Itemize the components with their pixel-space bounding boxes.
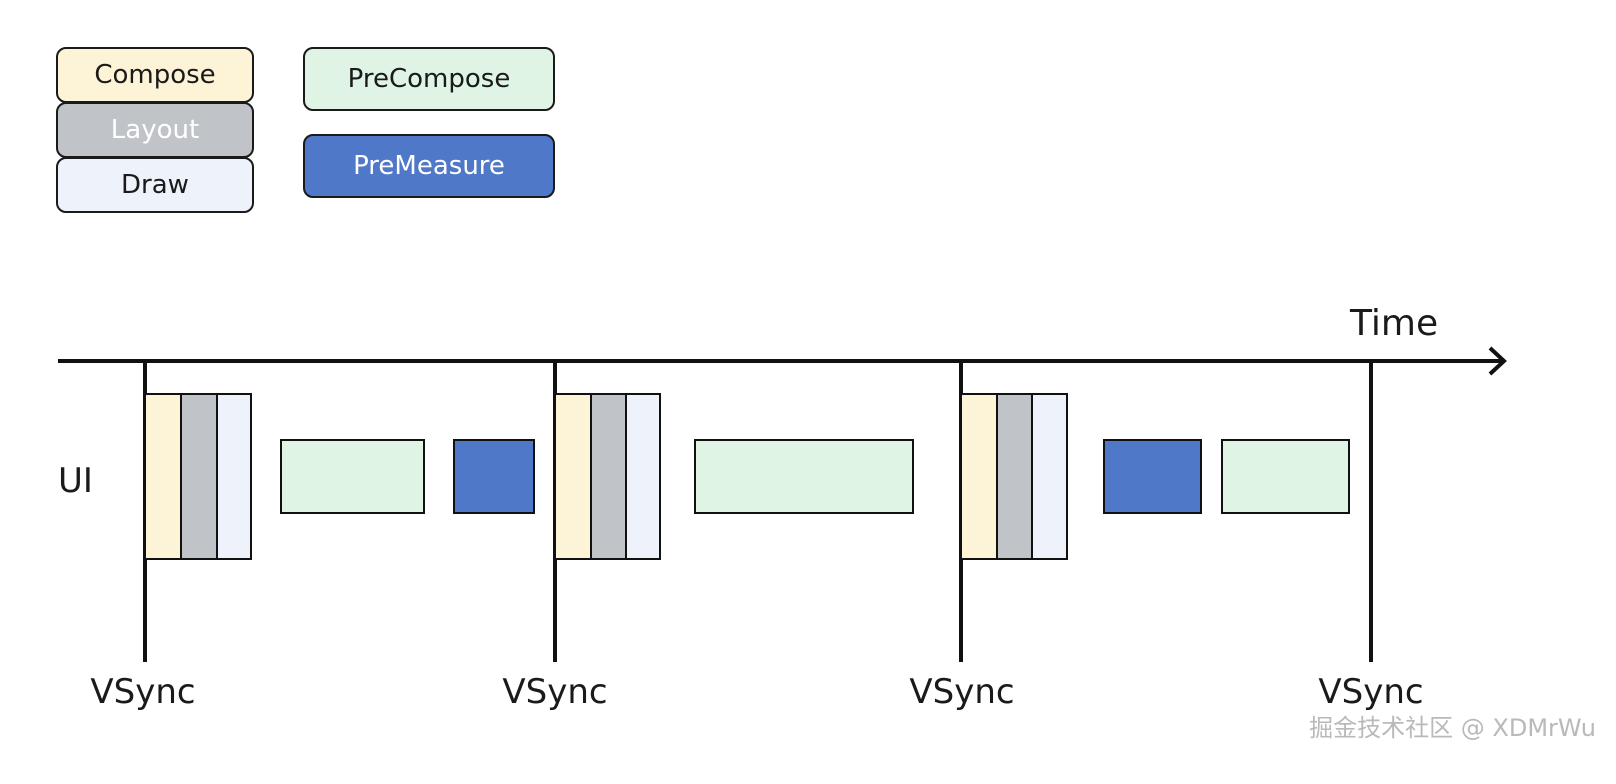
ui-row-label: UI [58,461,93,501]
legend-layout-label: Layout [110,115,200,145]
frame2-precompose-block [694,439,914,514]
vsync-label-1: VSync [90,672,195,712]
frame3-compose-block [960,393,998,560]
legend-precompose-label: PreCompose [347,64,511,94]
frame3-precompose-block [1221,439,1350,514]
frame1-precompose-block [280,439,425,514]
frame1-compose-block [144,393,182,560]
vsync-label-3: VSync [909,672,1014,712]
legend-premeasure: PreMeasure [303,134,555,198]
frame1-premeasure-block [453,439,535,514]
frame3-draw-block [1031,393,1068,560]
legend-precompose: PreCompose [303,47,555,111]
frame1-layout-block [180,393,218,560]
frame3-layout-block [996,393,1033,560]
legend-draw: Draw [56,157,254,213]
frame2-draw-block [625,393,661,560]
legend-premeasure-label: PreMeasure [353,151,505,181]
time-axis-arrowhead [1488,346,1507,376]
legend-draw-label: Draw [121,170,189,200]
vsync-label-4: VSync [1318,672,1423,712]
frame3-premeasure-block [1103,439,1202,514]
frame2-compose-block [554,393,592,560]
legend-compose: Compose [56,47,254,103]
time-label: Time [1349,303,1438,344]
watermark: 掘金技术社区 @ XDMrWu [1309,714,1596,742]
frame1-draw-block [216,393,252,560]
frame2-layout-block [590,393,627,560]
vsync-label-2: VSync [502,672,607,712]
legend-compose-label: Compose [94,60,216,90]
